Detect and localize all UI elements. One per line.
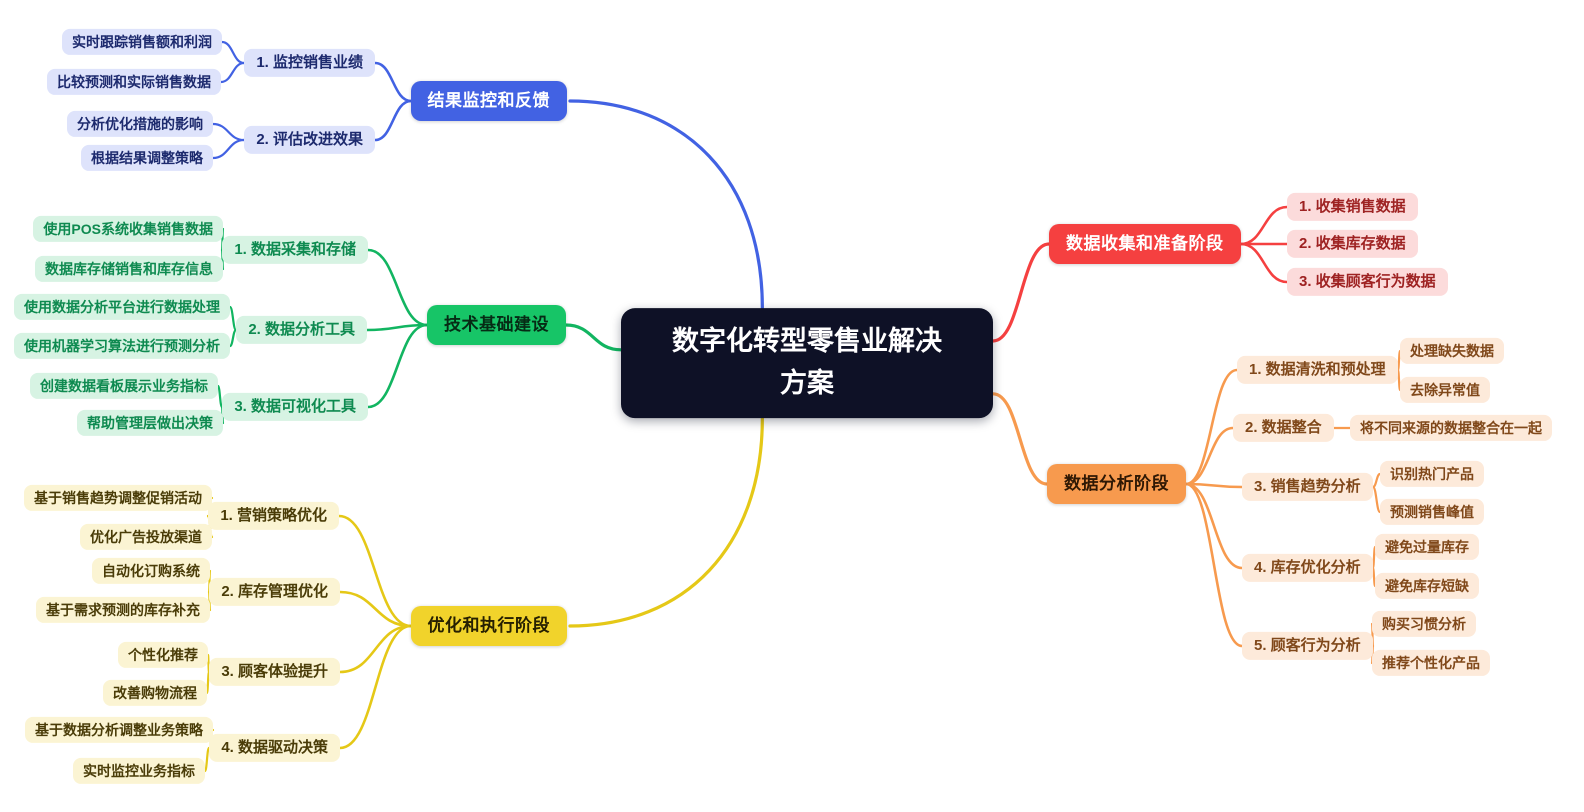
connector-node-collect-customer-behavior-data (1239, 242, 1289, 284)
branch-tech-foundation[interactable]: 技术基础建设 (427, 304, 566, 346)
node-adjust-strategy-by-results[interactable]: 根据结果调整策略 (81, 144, 213, 172)
node-track-sales-profit[interactable]: 实时跟踪销售额和利润 (62, 28, 222, 56)
node-optimize-ad-channels[interactable]: 优化广告投放渠道 (80, 523, 212, 551)
node-identify-hot-products[interactable]: 识别热门产品 (1380, 460, 1484, 488)
node-db-sales-inventory[interactable]: 数据库存储销售和库存信息 (35, 255, 223, 283)
node-improve-shopping-process[interactable]: 改善购物流程 (103, 679, 207, 707)
connector-node-analyze-optimization-impact (211, 122, 246, 142)
node-realtime-business-metrics[interactable]: 实时监控业务指标 (73, 757, 205, 785)
node-data-visualization-tools[interactable]: 3. 数据可视化工具 (222, 392, 368, 422)
connector-node-inventory-optimization-analysis (1184, 482, 1244, 570)
node-predict-sales-peak[interactable]: 预测销售峰值 (1380, 498, 1484, 526)
node-sales-trend-analysis[interactable]: 3. 销售趋势分析 (1242, 472, 1373, 502)
connector-node-data-driven-decision (338, 624, 413, 750)
branch-optimization-execution[interactable]: 优化和执行阶段 (410, 605, 567, 647)
connector-node-track-sales-profit (220, 40, 246, 65)
node-avoid-overstock[interactable]: 避免过量库存 (1375, 533, 1479, 561)
connector-node-sales-trend-analysis (1184, 482, 1244, 489)
node-marketing-strategy-optimization[interactable]: 1. 营销策略优化 (208, 501, 339, 531)
connector-node-adjust-strategy-by-results (211, 138, 246, 160)
node-ml-predictive-analysis[interactable]: 使用机器学习算法进行预测分析 (14, 332, 230, 360)
node-evaluate-improvement[interactable]: 2. 评估改进效果 (244, 125, 375, 155)
node-data-integration[interactable]: 2. 数据整合 (1233, 413, 1334, 443)
node-data-analysis-tools[interactable]: 2. 数据分析工具 (236, 315, 367, 345)
connector-node-customer-behavior-analysis (1184, 482, 1244, 648)
connector-node-data-analysis-tools (365, 323, 429, 332)
connector-node-customer-experience-improvement (338, 624, 413, 674)
connector-branch-tech-foundation (564, 323, 623, 352)
connector-node-evaluate-improvement (373, 99, 413, 142)
node-recommend-personalized-products[interactable]: 推荐个性化产品 (1372, 649, 1490, 677)
connector-node-marketing-strategy-optimization (337, 514, 413, 628)
connector-node-realtime-business-metrics (203, 746, 211, 773)
branch-data-analysis[interactable]: 数据分析阶段 (1047, 463, 1186, 505)
connector-node-data-integration (1184, 426, 1235, 486)
node-adjust-business-strategy[interactable]: 基于数据分析调整业务策略 (25, 716, 213, 744)
node-compare-forecast-actual[interactable]: 比较预测和实际销售数据 (47, 68, 221, 96)
connector-branch-result-monitoring (568, 99, 764, 310)
node-inventory-optimization-analysis[interactable]: 4. 库存优化分析 (1242, 553, 1373, 583)
node-demand-based-replenishment[interactable]: 基于需求预测的库存补充 (36, 596, 210, 624)
connector-node-avoid-stockout (1371, 566, 1377, 588)
node-collect-sales-data[interactable]: 1. 收集销售数据 (1287, 192, 1418, 222)
node-handle-missing-data[interactable]: 处理缺失数据 (1400, 337, 1504, 365)
node-collect-customer-behavior-data[interactable]: 3. 收集顾客行为数据 (1287, 267, 1448, 297)
node-adjust-promotions[interactable]: 基于销售趋势调整促销活动 (24, 484, 212, 512)
node-data-collection-storage[interactable]: 1. 数据采集和存储 (222, 235, 368, 265)
connector-node-data-collection-storage (366, 248, 429, 327)
connector-node-data-visualization-tools (366, 323, 429, 409)
branch-data-collection-preparation[interactable]: 数据收集和准备阶段 (1049, 223, 1241, 265)
connector-branch-optimization-execution (568, 416, 764, 628)
connector-node-ml-predictive-analysis (228, 328, 238, 348)
node-help-management-decide[interactable]: 帮助管理层做出决策 (77, 409, 223, 437)
connector-branch-data-analysis (991, 392, 1049, 486)
node-integrate-sources[interactable]: 将不同来源的数据整合在一起 (1350, 414, 1552, 442)
connector-node-remove-outliers (1396, 368, 1402, 392)
node-analysis-platform[interactable]: 使用数据分析平台进行数据处理 (14, 293, 230, 321)
connector-node-analysis-platform (228, 305, 238, 332)
connector-branch-data-collection-preparation (991, 242, 1051, 343)
connector-node-collect-sales-data (1239, 205, 1289, 246)
node-pos-sales-data[interactable]: 使用POS系统收集销售数据 (33, 215, 223, 243)
node-analyze-optimization-impact[interactable]: 分析优化措施的影响 (67, 110, 213, 138)
connector-node-monitor-sales-performance (373, 61, 413, 103)
node-personalized-recommendation[interactable]: 个性化推荐 (118, 641, 208, 669)
node-avoid-stockout[interactable]: 避免库存短缺 (1375, 572, 1479, 600)
connector-node-compare-forecast-actual (219, 61, 246, 84)
node-data-cleaning-preprocessing[interactable]: 1. 数据清洗和预处理 (1237, 355, 1398, 385)
node-customer-experience-improvement[interactable]: 3. 顾客体验提升 (209, 657, 340, 687)
connector-node-predict-sales-peak (1371, 485, 1382, 514)
connector-node-improve-shopping-process (205, 670, 211, 695)
node-collect-inventory-data[interactable]: 2. 收集库存数据 (1287, 229, 1418, 259)
connector-node-identify-hot-products (1371, 472, 1382, 489)
node-remove-outliers[interactable]: 去除异常值 (1400, 376, 1490, 404)
connector-node-data-cleaning-preprocessing (1184, 368, 1239, 486)
branch-result-monitoring[interactable]: 结果监控和反馈 (410, 80, 567, 122)
node-inventory-management-optimization[interactable]: 2. 库存管理优化 (209, 577, 340, 607)
central-topic[interactable]: 数字化转型零售业解决方案 (621, 308, 993, 418)
node-automated-ordering[interactable]: 自动化订购系统 (92, 557, 210, 585)
node-customer-behavior-analysis[interactable]: 5. 顾客行为分析 (1242, 631, 1373, 661)
connector-node-inventory-management-optimization (338, 590, 413, 628)
node-dashboard-metrics[interactable]: 创建数据看板展示业务指标 (30, 372, 218, 400)
node-purchase-habit-analysis[interactable]: 购买习惯分析 (1372, 610, 1476, 638)
node-data-driven-decision[interactable]: 4. 数据驱动决策 (209, 733, 340, 763)
node-monitor-sales-performance[interactable]: 1. 监控销售业绩 (244, 48, 375, 78)
